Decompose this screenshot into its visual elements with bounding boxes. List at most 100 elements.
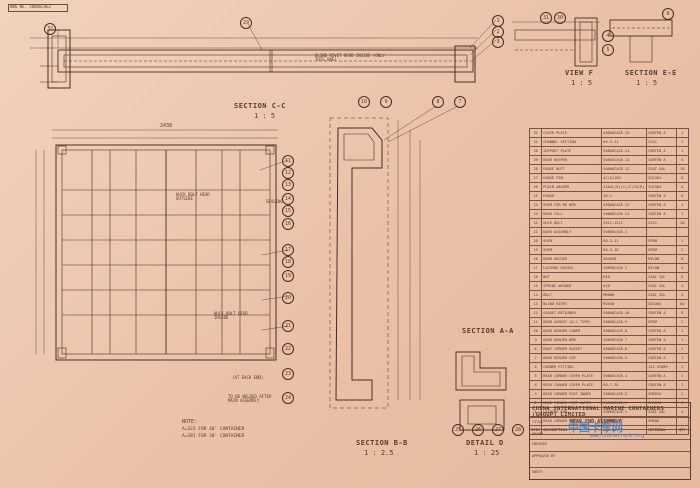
bom-cell: GASKET RETAINER [541,308,603,318]
bom-cell: 29 [528,155,543,165]
bom-cell: 30 [528,146,543,156]
bom-cell [675,227,690,237]
bom-cell: NYLON [646,254,677,264]
bom-cell: CORTEN A [646,344,677,354]
bom-cell: DOOR KEEPER [541,155,603,165]
bom-cell: MR000 [601,290,648,300]
bom-cell: CHANNEL SECTION [541,137,603,147]
bom-cell: CORTEN A [646,335,677,345]
bom-cell: 8 [528,344,543,354]
bom-cell: BOLT [541,290,603,300]
bom-cell: M10 [601,272,648,282]
bom-cell: EPDM [646,236,677,246]
bom-cell: 50860C4GE-6 [601,344,648,354]
bom-cell: LOCKING DEVICE [541,263,603,273]
bom-cell: 50860C4GE-1 [601,263,648,273]
note-title: NOTE: [182,419,198,425]
callout-3: 3 [492,36,504,48]
section-ee-scale: 1 : 5 [636,79,658,87]
bom-cell: 4 [528,380,543,390]
bom-cell: 24 [528,200,543,210]
bom-cell: 40-2 [601,191,648,201]
bom-cell: NUT [541,272,603,282]
dimension-2438: 2438 [160,123,173,129]
callout-21: 21 [282,320,294,332]
bom-cell: 2 [675,389,690,399]
detail-d-scale: 1 : 25 [474,449,500,457]
callout-26: 26 [472,424,484,436]
callout-20: 20 [282,292,294,304]
note-line-1: A=323 FOR 40' CONTAINER [182,427,245,432]
callout-27: 27 [492,424,504,436]
bom-cell: SHIM FOR MG WEB [541,200,603,210]
company-name: CHINA INTERNATIONAL MARINE CONTAINERS (G… [532,406,665,418]
annotation-huck-bolt-outside: HUCK BOLT HEAD OUTSIDE [176,192,210,201]
bom-cell: 4 [675,290,690,300]
drawing-number: DWG No. 5086GCAE2 [10,4,51,9]
bom-cell: SUS304 [646,182,677,192]
bom-cell: 4 [675,263,690,273]
bom-cell: SSAI SAL [646,290,677,300]
callout-16: 16 [282,218,294,230]
callout-13: 13 [282,179,294,191]
bom-cell: 50860C4GE-1 [601,227,648,237]
bom-cell: DOOR HEADER LOWER [541,326,603,336]
section-cc-title: SECTION C-C [234,102,286,110]
bom-cell: 2 [675,317,690,327]
section-bb-title: SECTION B-B [356,439,408,447]
bom-cell: 7 [528,353,543,363]
callout-11: 11 [282,155,294,167]
callout-22: 22 [282,343,294,355]
bom-cell: 50860C4GE-11 [601,209,648,219]
annotation-blind-rivet: BLIND RIVET HEAD INSIDE (ONLY THIS ONE) [315,53,385,62]
callout-17: 17 [282,244,294,256]
bom-cell: AR4830 [601,254,648,264]
bom-cell: 50860C4GE-5 [601,353,648,363]
bom-cell: SUPPORT PLATE [541,146,603,156]
title-block: CHINA INTERNATIONAL MARINE CONTAINERS (G… [529,402,691,480]
callout-6: 6 [662,8,674,20]
bom-cell: 8 [675,173,690,183]
bom-cell: 12A4C(0)(C)(C)X3(R) [601,182,648,192]
bom-cell: #10 [601,281,648,291]
bom-cell: CORTEN A [646,209,677,219]
bom-cell: 12 [528,308,543,318]
bom-cell: DOOR SILL [541,209,603,219]
bom-cell: 1 [675,353,690,363]
title-row: TITLE REAR END ASSEMBLY [530,417,690,427]
bom-cell: 32 [528,128,543,138]
bom-cell: CORTEN A [646,371,677,381]
bom-cell: SS41 [646,137,677,147]
bom-cell: HINGE [541,191,603,201]
bom-cell: 4C(A)100 [601,173,648,183]
bom-cell: 22 [528,218,543,228]
rear-elevation-drawing [35,129,278,361]
callout-29: 29 [240,17,252,29]
bom-cell: 50860C4GE-12 [601,200,648,210]
bom-cell: CORTEN A [646,191,677,201]
watermark-url: www.chinatruck.org [590,433,645,439]
callout-18: 18 [282,256,294,268]
bom-cell: CORTEN A [646,326,677,336]
bom-cell: DOOR HOLDER [541,254,603,264]
bom-cell: SSAI SAL [646,272,677,282]
bom-cell: 50860C4GE-4 [601,371,648,381]
bom-cell: 60-3-10 [601,245,648,255]
view-f-drawing [512,17,600,67]
bom-cell: EPDM [646,245,677,255]
section-aa-title: SECTION A-A [462,327,514,335]
bom-cell: CORNER FITTING [541,362,603,372]
